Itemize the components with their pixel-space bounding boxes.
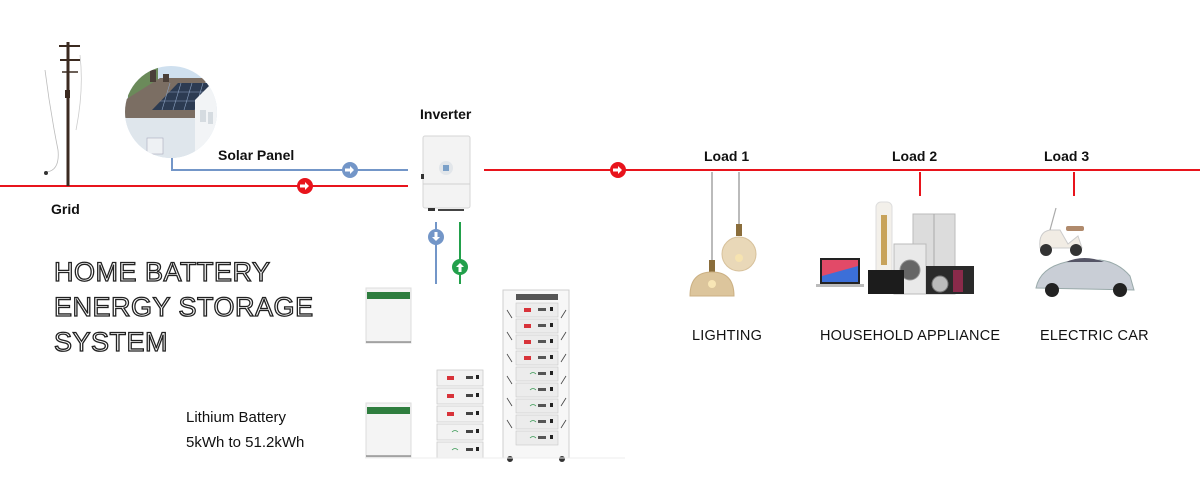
cabinet-module (515, 318, 559, 334)
inverter-label: Inverter (420, 106, 472, 122)
pendant-lamps-image (689, 172, 757, 297)
solar-line (171, 158, 408, 171)
battery-wall-pack-2 (365, 402, 412, 458)
title-line-1: HOME BATTERY (53, 256, 271, 287)
rack-module (436, 441, 484, 459)
cabinet-module (515, 430, 559, 446)
rack-module (436, 405, 484, 423)
grid-label: Grid (51, 201, 80, 217)
cabinet-module (515, 302, 559, 318)
load-3-label: Load 3 (1044, 148, 1090, 164)
electric-vehicles-image (1035, 207, 1135, 297)
electric-car-caption: ELECTRIC CAR (1040, 328, 1149, 344)
cabinet-module (515, 334, 559, 350)
rack-module (436, 369, 484, 387)
utility-pole-icon (44, 42, 82, 186)
system-title: HOME BATTERY ENERGY STORAGE SYSTEM (53, 255, 314, 360)
discharge-arrow-up-icon (452, 259, 468, 275)
charge-arrow-down-icon (428, 229, 444, 245)
grid-arrow-icon (297, 178, 313, 194)
lighting-caption: LIGHTING (692, 328, 763, 344)
output-arrow-icon (610, 162, 626, 178)
household-appliance-caption: HOUSEHOLD APPLIANCE (820, 328, 1001, 344)
battery-cabinet (502, 289, 570, 462)
cabinet-module (515, 366, 559, 382)
battery-label: Lithium Battery 5kWh to 51.2kWh (186, 405, 304, 455)
battery-type-label: Lithium Battery (186, 409, 287, 426)
inverter-image (421, 135, 471, 211)
battery-wall-pack-1 (365, 287, 412, 344)
solar-panel-label: Solar Panel (218, 147, 295, 163)
household-appliances-image (816, 201, 974, 295)
cabinet-module (515, 414, 559, 430)
load-2-label: Load 2 (892, 148, 938, 164)
battery-capacity-label: 5kWh to 51.2kWh (186, 434, 305, 451)
cabinet-module (515, 398, 559, 414)
rack-module (436, 423, 484, 441)
title-line-2: ENERGY STORAGE (53, 291, 314, 322)
battery-rack-stack (436, 369, 484, 459)
cabinet-module (515, 350, 559, 366)
rack-module (436, 387, 484, 405)
load-1-label: Load 1 (704, 148, 750, 164)
title-line-3: SYSTEM (53, 326, 169, 357)
solar-house-image (125, 66, 217, 158)
cabinet-module (515, 382, 559, 398)
solar-arrow-icon (342, 162, 358, 178)
